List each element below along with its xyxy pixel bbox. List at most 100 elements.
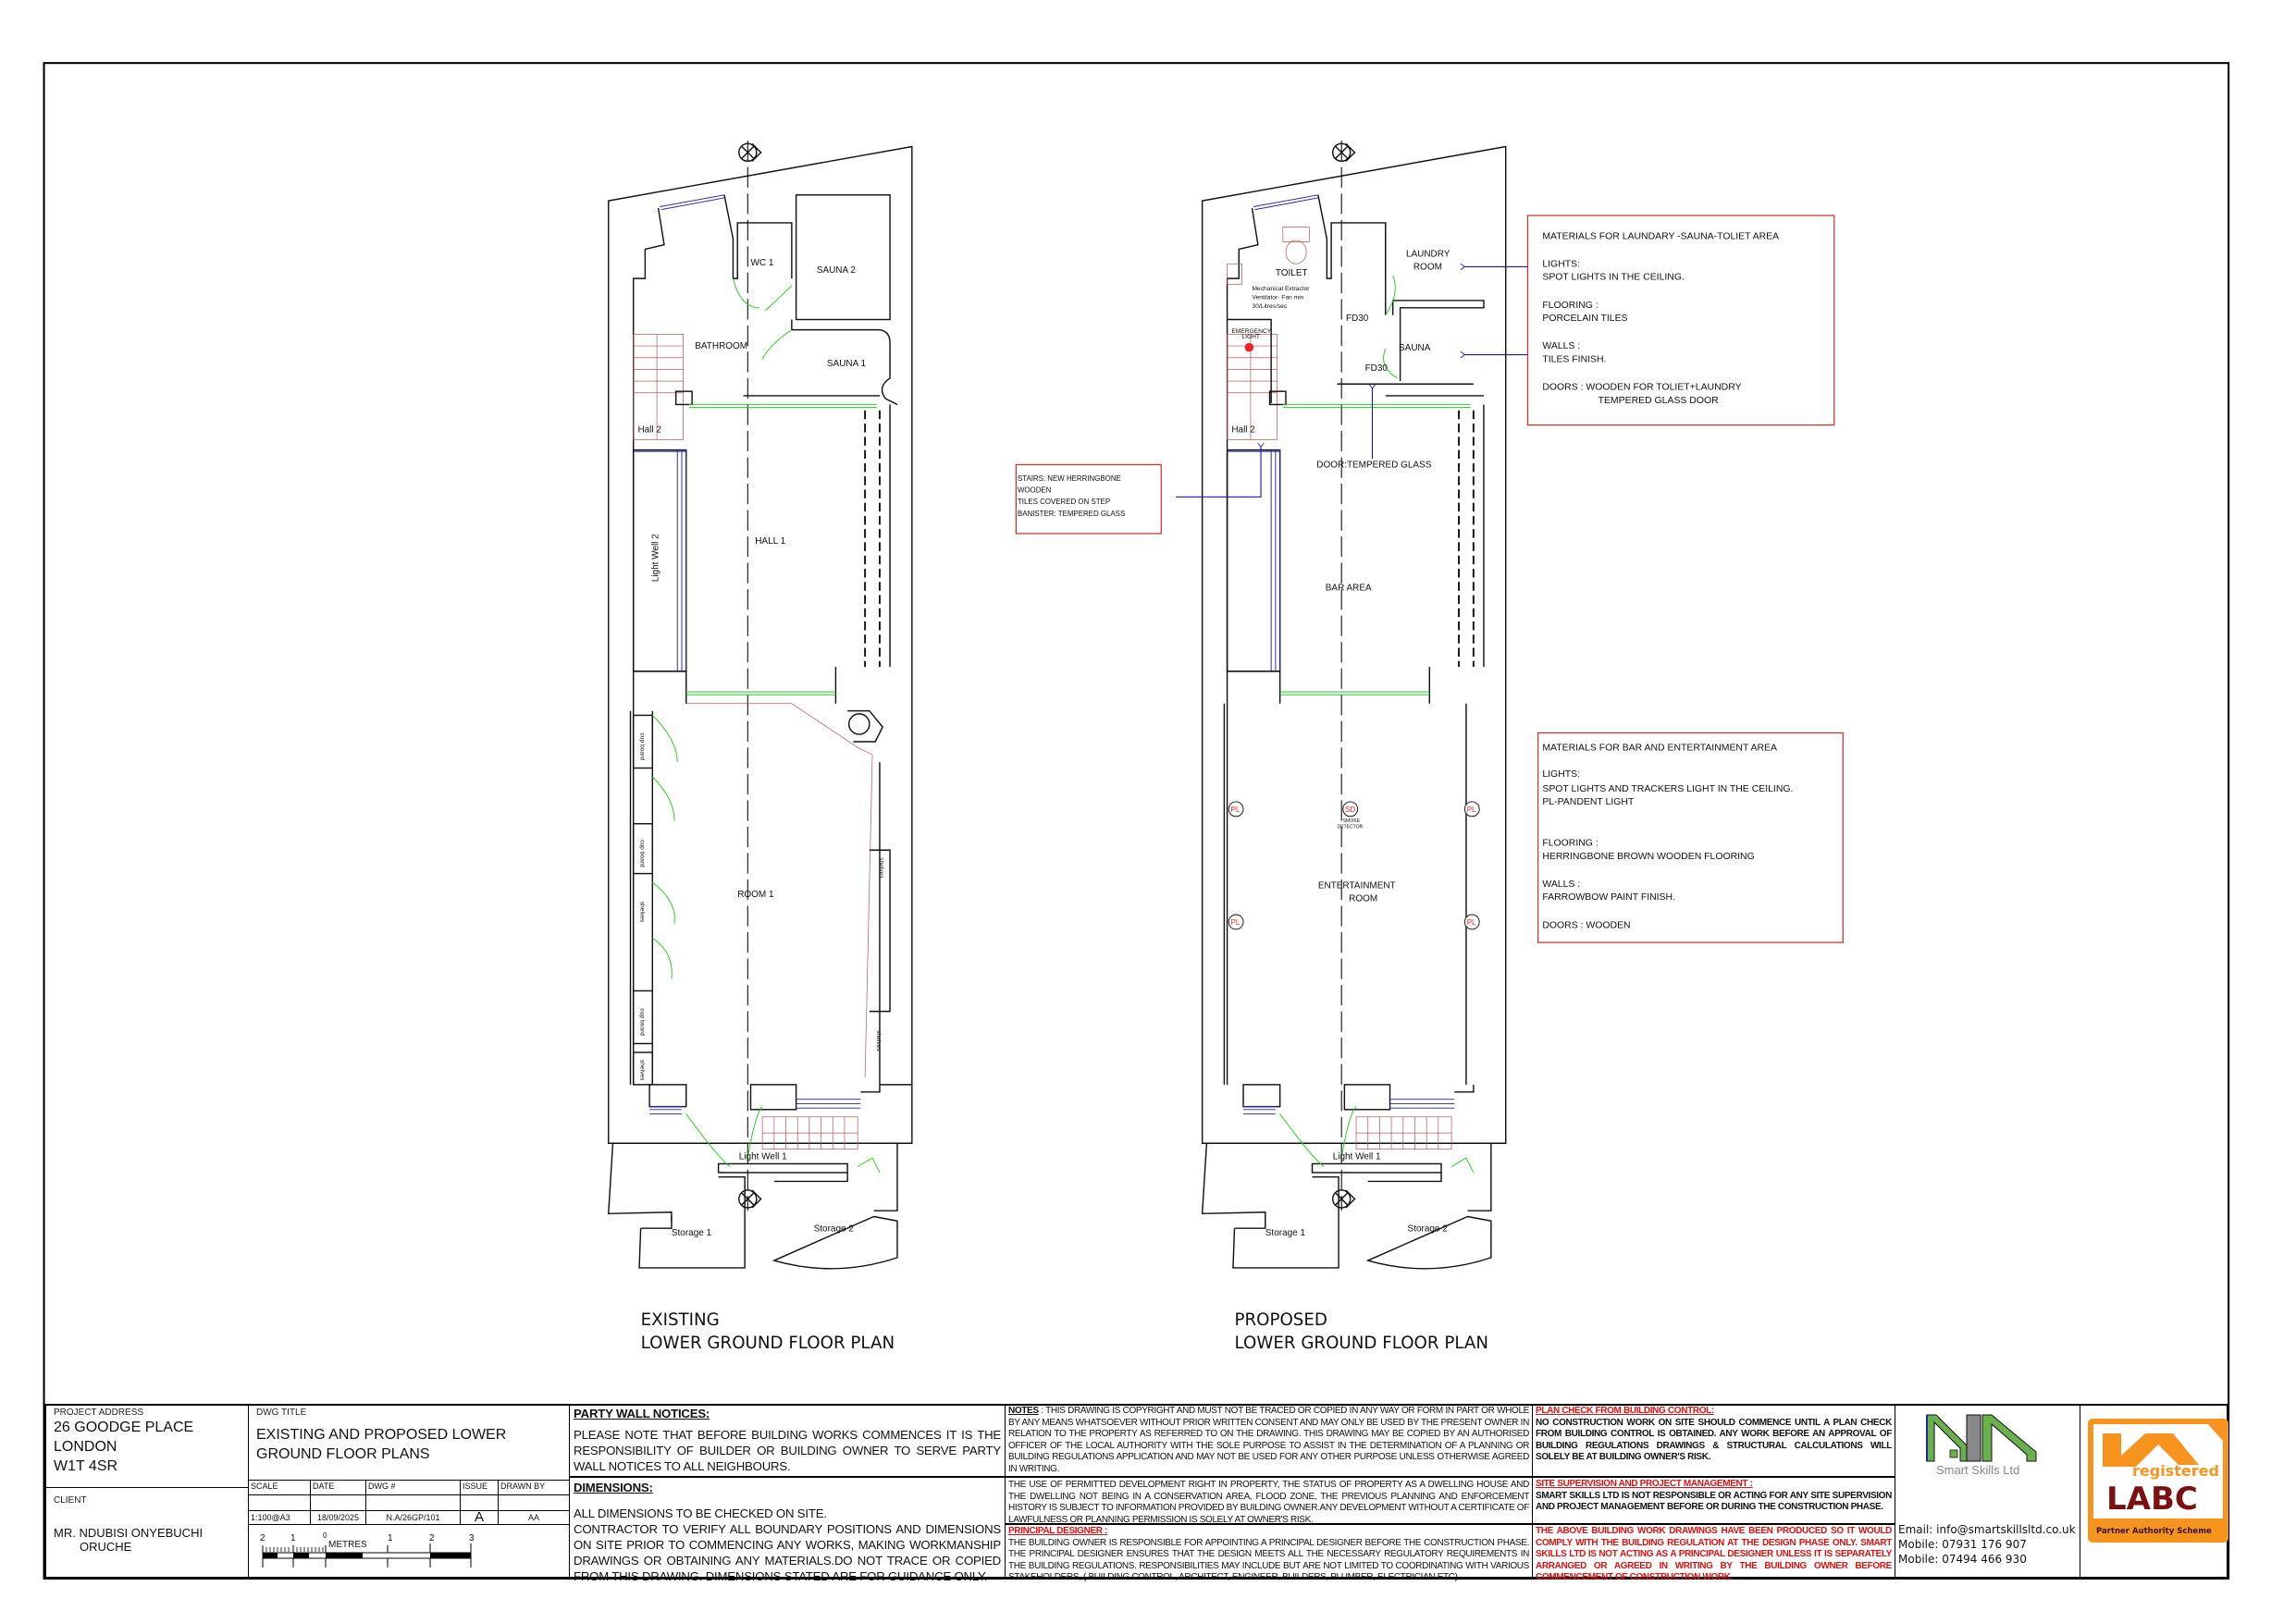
- project-address-caption: PROJECT ADDRESS: [54, 1408, 144, 1418]
- permitted-development-cell: THE USE OF PERMITTED DEVELOPMENT RIGHT I…: [1005, 1478, 1532, 1525]
- proposed-plan: TOILET Mechanical Extractor Ventilator- …: [1176, 140, 1528, 1353]
- svg-text:DOORS : WOODEN: DOORS : WOODEN: [1542, 920, 1630, 930]
- header-dwg-number: DWG #: [366, 1481, 461, 1495]
- svg-text:PL: PL: [1467, 918, 1476, 927]
- svg-text:WALLS :: WALLS :: [1542, 879, 1580, 890]
- compliance-cell: THE ABOVE BUILDING WORK DRAWINGS HAVE BE…: [1532, 1525, 1895, 1582]
- header-scale: SCALE: [249, 1481, 311, 1495]
- pendant-light-symbol: PL: [1228, 801, 1244, 818]
- svg-text:TILES FINISH.: TILES FINISH.: [1542, 354, 1606, 364]
- extractor-note: Mechanical Extractor: [1253, 286, 1311, 292]
- plan-title-existing: EXISTING: [641, 1310, 720, 1330]
- svg-text:LIGHTS:: LIGHTS:: [1542, 769, 1580, 780]
- note-bar-materials: MATERIALS FOR BAR AND ENTERTAINMENT AREA…: [1537, 732, 1844, 943]
- copyright-notes-cell: NOTES : THIS DRAWING IS COPYRIGHT AND MU…: [1005, 1404, 1532, 1478]
- svg-text:PL: PL: [1231, 918, 1241, 927]
- room-label-laundry: LAUNDRY: [1406, 249, 1450, 259]
- notes-heading: NOTES: [1008, 1406, 1039, 1416]
- svg-text:2: 2: [260, 1533, 265, 1543]
- svg-text:registered: registered: [2132, 1462, 2219, 1480]
- dwg-info-table: SCALE DATE DWG # ISSUE DRAWN BY 1:100@A3…: [249, 1481, 569, 1525]
- svg-text:WOODEN: WOODEN: [1018, 486, 1052, 495]
- svg-text:BANISTER: TEMPERED GLASS: BANISTER: TEMPERED GLASS: [1018, 510, 1125, 518]
- plan-check-cell: PLAN CHECK FROM BUILDING CONTROL: NO CON…: [1532, 1404, 1895, 1478]
- smoke-detector-label: DETECTOR: [1337, 824, 1363, 830]
- svg-text:SPOT LIGHTS AND TRACKERS LIGHT: SPOT LIGHTS AND TRACKERS LIGHT IN THE CE…: [1542, 784, 1793, 794]
- svg-text:FLOORING :: FLOORING :: [1542, 301, 1598, 311]
- emergency-light-label: EMERGENCY: [1231, 328, 1271, 335]
- svg-text:METRES: METRES: [328, 1540, 367, 1550]
- party-wall-heading: PARTY WALL NOTICES:: [574, 1407, 710, 1420]
- contact-mobile: Mobile: 07494 466 930: [1898, 1553, 2027, 1566]
- svg-text:PORCELAIN TILES: PORCELAIN TILES: [1542, 314, 1627, 324]
- value-dwg-number: N.A/26GP/101: [366, 1510, 461, 1525]
- project-address-cell: PROJECT ADDRESS 26 GOODGE PLACE LONDON W…: [44, 1404, 249, 1488]
- room-label-storage2: Storage 2: [1408, 1223, 1449, 1234]
- shelves-label: shelves: [639, 902, 646, 923]
- principal-designer-cell: PRINCIPAL DESIGNER : THE BUILDING OWNER …: [1005, 1525, 1532, 1582]
- value-scale: 1:100@A3: [249, 1510, 311, 1525]
- svg-text:HERRINGBONE BROWN WOODEN FLOOR: HERRINGBONE BROWN WOODEN FLOORING: [1542, 852, 1754, 862]
- value-issue: A: [461, 1510, 499, 1525]
- svg-text:LIGHTS:: LIGHTS:: [1542, 259, 1580, 269]
- labc-logo: registered LABC Partner Authority Scheme: [2088, 1419, 2228, 1543]
- plan-subtitle-proposed: LOWER GROUND FLOOR PLAN: [1235, 1334, 1488, 1353]
- contact-mobile: Mobile: 07931 176 907: [1898, 1538, 2027, 1551]
- labc-cell: registered LABC Partner Authority Scheme: [2080, 1404, 2228, 1579]
- dwg-title: GROUND FLOOR PLANS: [256, 1446, 430, 1462]
- cupboard-label: cup board: [639, 1008, 646, 1036]
- note-stairs-materials: STAIRS: NEW HERRINGBONE WOODEN TILES COV…: [1015, 463, 1162, 535]
- supervision-heading: SITE SUPERVISION AND PROJECT MANAGEMENT …: [1536, 1479, 1753, 1489]
- header-drawn-by: DRAWN BY: [499, 1481, 569, 1495]
- svg-text:FLOORING :: FLOORING :: [1542, 839, 1598, 849]
- shelves-label: shelves: [639, 1060, 646, 1081]
- room-label-bar-area: BAR AREA: [1326, 584, 1372, 594]
- site-supervision-cell: SITE SUPERVISION AND PROJECT MANAGEMENT …: [1532, 1478, 1895, 1525]
- svg-text:STAIRS: NEW HERRINGBONE: STAIRS: NEW HERRINGBONE: [1018, 474, 1121, 483]
- room-label-bathroom: BATHROOM: [695, 341, 747, 351]
- room-label-storage2: Storage 2: [814, 1223, 855, 1234]
- room-label-sauna: SAUNA: [1399, 343, 1431, 353]
- room-label-toilet: TOILET: [1276, 268, 1308, 278]
- room-label-room1: ROOM 1: [737, 890, 774, 900]
- principal-heading: PRINCIPAL DESIGNER :: [1008, 1526, 1108, 1536]
- cupboard-label: cup board: [639, 840, 646, 867]
- door-label-tempered-glass: DOOR:TEMPERED GLASS: [1316, 461, 1431, 471]
- svg-text:TEMPERED GLASS DOOR: TEMPERED GLASS DOOR: [1599, 396, 1720, 406]
- pendant-light-symbol: PL: [1463, 914, 1480, 930]
- room-label-hall1: HALL 1: [755, 536, 785, 547]
- company-cell: Smart Skills Ltd Email: info@smartskills…: [1895, 1404, 2080, 1579]
- svg-text:SD: SD: [1345, 805, 1355, 814]
- svg-text:WALLS :: WALLS :: [1542, 341, 1580, 351]
- dimensions-cell: DIMENSIONS: ALL DIMENSIONS TO BE CHECKED…: [569, 1478, 1005, 1583]
- dwg-title-caption: DWG TITLE: [256, 1408, 307, 1418]
- room-label-sauna2: SAUNA 2: [817, 265, 857, 276]
- smoke-detector-symbol: SD: [1342, 801, 1359, 818]
- svg-text:FARROWBOW PAINT FINISH.: FARROWBOW PAINT FINISH.: [1542, 892, 1675, 903]
- notes-text: : THIS DRAWING IS COPYRIGHT AND MUST NOT…: [1008, 1406, 1529, 1474]
- party-wall-text: PLEASE NOTE THAT BEFORE BUILDING WORKS C…: [574, 1428, 1001, 1473]
- svg-text:0: 0: [323, 1531, 327, 1540]
- svg-text:TILES COVERED ON STEP: TILES COVERED ON STEP: [1018, 498, 1110, 506]
- svg-text:1: 1: [388, 1533, 393, 1543]
- svg-text:Partner Authority Scheme: Partner Authority Scheme: [2096, 1527, 2212, 1536]
- room-label-laundry: ROOM: [1413, 263, 1442, 273]
- dimensions-heading: DIMENSIONS:: [574, 1481, 653, 1494]
- svg-text:PL: PL: [1467, 805, 1476, 814]
- room-label-hall2: Hall 2: [637, 425, 661, 436]
- room-label-sauna1: SAUNA 1: [827, 359, 867, 369]
- dwg-title: EXISTING AND PROPOSED LOWER: [256, 1427, 507, 1443]
- svg-text:SPOT LIGHTS IN THE CEILING.: SPOT LIGHTS IN THE CEILING.: [1542, 273, 1685, 283]
- extractor-note: Ventilator- Fan min: [1253, 294, 1304, 301]
- party-wall-cell: PARTY WALL NOTICES: PLEASE NOTE THAT BEF…: [569, 1404, 1005, 1478]
- room-label-light-well1: Light Well 1: [1333, 1152, 1381, 1162]
- value-date: 18/09/2025: [311, 1510, 366, 1525]
- client-name: MR. NDUBISI ONYEBUCHI: [54, 1526, 204, 1540]
- scale-bar: 2 1 0 1 2 3 METRES: [260, 1531, 475, 1568]
- svg-text:Smart Skills Ltd: Smart Skills Ltd: [1936, 1463, 2019, 1477]
- pendant-light-symbol: PL: [1228, 914, 1244, 930]
- dimensions-text: CONTRACTOR TO VERIFY ALL BOUNDARY POSITI…: [574, 1522, 1001, 1583]
- room-label-storage1: Storage 1: [1265, 1228, 1306, 1238]
- svg-text:PL: PL: [1231, 805, 1241, 814]
